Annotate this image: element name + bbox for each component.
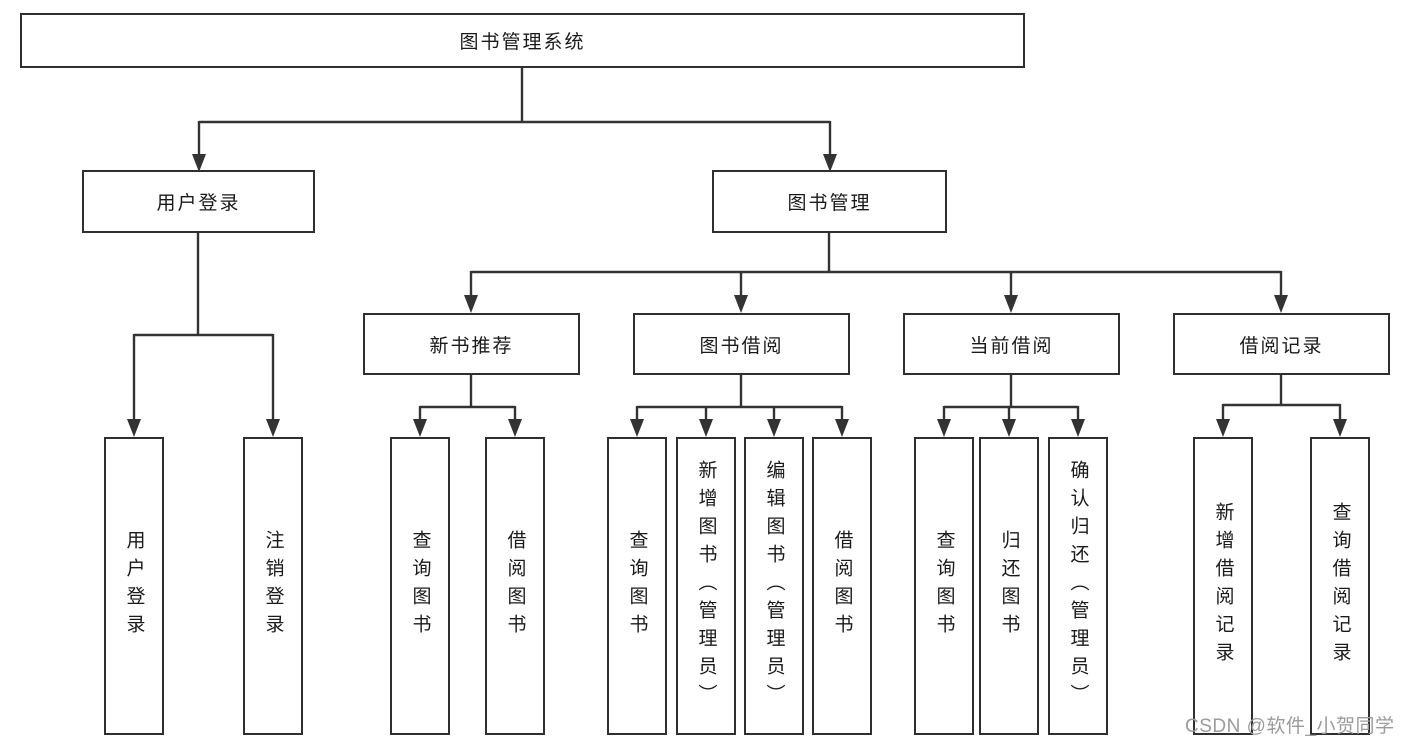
node-module-new-book-recommend: 新书推荐 xyxy=(363,313,580,375)
node-leaf-add-books-admin: 新增图书（管理员） xyxy=(676,437,736,735)
connector-root-to-branches xyxy=(192,68,837,172)
node-leaf-add-borrow-record: 新增借阅记录 xyxy=(1193,437,1253,735)
node-leaf-confirm-return-admin: 确认归还（管理员） xyxy=(1048,437,1108,735)
node-leaf-edit-books-admin: 编辑图书（管理员） xyxy=(744,437,804,735)
connector-book-management-to-modules xyxy=(464,232,1288,313)
node-leaf-borrow-books: 借阅图书 xyxy=(812,437,872,735)
connector-current-borrow-to-leaves xyxy=(937,375,1085,437)
connector-user-login-to-leaves xyxy=(127,233,280,437)
node-leaf-user-login: 用户登录 xyxy=(104,437,164,735)
node-leaf-return-books: 归还图书 xyxy=(979,437,1039,735)
connector-borrow-records-to-leaves xyxy=(1216,375,1347,437)
node-leaf-logout: 注销登录 xyxy=(243,437,303,735)
node-leaf-query-books-recommend: 查询图书 xyxy=(390,437,450,735)
node-leaf-query-borrow-record: 查询借阅记录 xyxy=(1310,437,1370,735)
node-leaf-query-books-borrow: 查询图书 xyxy=(607,437,667,735)
node-root-system: 图书管理系统 xyxy=(20,13,1025,68)
node-leaf-borrow-books-recommend: 借阅图书 xyxy=(485,437,545,735)
connector-new-book-to-leaves xyxy=(413,375,522,437)
connector-book-borrow-to-leaves xyxy=(630,375,849,437)
node-module-current-borrow: 当前借阅 xyxy=(903,313,1120,375)
node-module-borrow-records: 借阅记录 xyxy=(1173,313,1390,375)
csdn-watermark: CSDN @软件_小贺同学 xyxy=(1185,716,1395,737)
node-book-management-branch: 图书管理 xyxy=(712,170,947,233)
node-user-login-branch: 用户登录 xyxy=(82,170,315,233)
node-leaf-query-books-current: 查询图书 xyxy=(914,437,974,735)
node-module-book-borrow: 图书借阅 xyxy=(633,313,850,375)
